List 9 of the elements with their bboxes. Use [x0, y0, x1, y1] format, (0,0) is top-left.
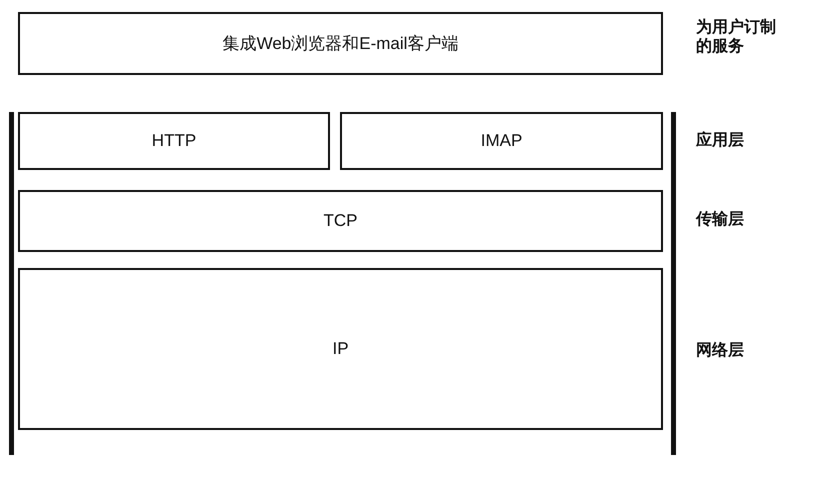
layer-label: 应用层: [696, 131, 745, 150]
layer-box: IMAP: [340, 112, 663, 170]
layer-box: TCP: [18, 190, 663, 252]
layer-label: 为用户订制的服务: [696, 18, 776, 56]
layer-box: IP: [18, 268, 663, 430]
layer-label: 网络层: [696, 341, 745, 360]
layer-box: 集成Web浏览器和E-mail客户端: [18, 12, 663, 75]
layer-box: HTTP: [18, 112, 330, 170]
layer-label: 传输层: [696, 210, 745, 229]
